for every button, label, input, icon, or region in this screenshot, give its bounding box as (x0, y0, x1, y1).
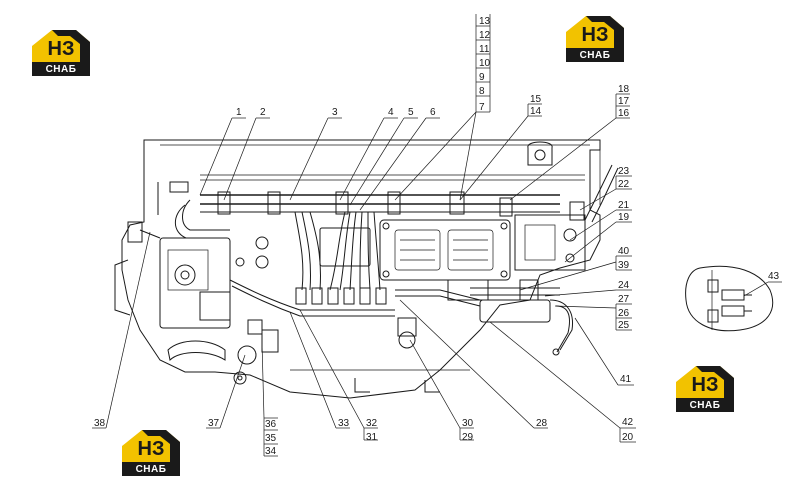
callout-29: 29 (462, 432, 474, 443)
callout-12: 12 (479, 30, 491, 41)
callout-28: 28 (536, 418, 548, 429)
callout-41: 41 (620, 374, 632, 385)
logo-text: СНАБ (579, 50, 611, 61)
callout-33: 33 (338, 418, 350, 429)
callout-1: 1 (236, 107, 242, 118)
callout-32: 32 (366, 418, 378, 429)
callout-20: 20 (622, 432, 634, 443)
drain-plugs (167, 317, 417, 385)
callout-40: 40 (618, 246, 630, 257)
callout-30: 30 (462, 418, 474, 429)
nz-snab-logo-icon (566, 16, 624, 62)
detail-inset (685, 265, 774, 332)
logo-top-right: НЗ СНАБ (564, 14, 626, 64)
callout-8: 8 (479, 86, 485, 97)
intake-manifold-plate (379, 219, 511, 281)
callout-26: 26 (618, 308, 630, 319)
oil-pan-features (290, 369, 470, 393)
callout-42: 42 (622, 417, 634, 428)
logo-mark: НЗ (691, 374, 719, 396)
callout-23: 23 (618, 166, 630, 177)
fuel-injection-pump (114, 221, 231, 329)
cylinder-ports (235, 227, 371, 269)
injector-lines (294, 211, 381, 291)
callout-37: 37 (208, 418, 220, 429)
oil-filter-assembly (447, 279, 574, 356)
callout-31: 31 (366, 432, 378, 443)
callout-24: 24 (618, 280, 630, 291)
callout-3: 3 (332, 107, 338, 118)
right-housing (514, 164, 619, 271)
callout-43: 43 (768, 271, 780, 282)
callout-stack-18-16 (509, 93, 630, 201)
callout-25: 25 (618, 320, 630, 331)
callout-7: 7 (479, 102, 485, 113)
injector-nozzles (295, 287, 387, 305)
logo-right: НЗ СНАБ (674, 364, 736, 414)
callout-34: 34 (265, 446, 277, 457)
callout-38: 38 (94, 418, 106, 429)
callout-17: 17 (618, 96, 630, 107)
nz-snab-logo-icon (676, 366, 734, 412)
logo-mark: НЗ (137, 438, 165, 460)
callout-14: 14 (530, 106, 542, 117)
callout-27: 27 (618, 294, 630, 305)
callout-stack-13-7 (394, 14, 491, 201)
upper-leaders (199, 103, 542, 211)
nz-snab-logo-icon (122, 430, 180, 476)
pipe-clamps (217, 191, 585, 221)
engine-outline (121, 139, 601, 399)
callout-11: 11 (479, 44, 490, 55)
callout-39: 39 (618, 260, 630, 271)
logo-mark: НЗ (47, 38, 75, 60)
callout-35: 35 (265, 433, 277, 444)
callout-36: 36 (265, 419, 277, 430)
logo-text: СНАБ (689, 400, 721, 411)
oil-filler-cap (527, 141, 553, 166)
callout-13: 13 (479, 16, 491, 27)
callout-6: 6 (430, 107, 436, 118)
callout-21: 21 (618, 200, 630, 211)
logo-bottom-left: НЗ СНАБ (120, 428, 182, 478)
callout-labels: 1 2 3 4 5 6 13 12 11 10 9 8 7 15 14 18 1… (94, 16, 780, 457)
logo-text: СНАБ (135, 464, 167, 475)
logo-text: СНАБ (45, 64, 77, 75)
callout-16: 16 (618, 108, 630, 119)
callout-18: 18 (618, 84, 630, 95)
sensor-box (169, 181, 189, 193)
callout-5: 5 (408, 107, 414, 118)
callout-15: 15 (530, 94, 542, 105)
logo-mark: НЗ (581, 24, 609, 46)
nz-snab-logo-icon (32, 30, 90, 76)
callout-10: 10 (479, 58, 491, 69)
callout-2: 2 (260, 107, 266, 118)
callout-19: 19 (618, 212, 630, 223)
callout-22: 22 (618, 179, 630, 190)
callout-4: 4 (388, 107, 394, 118)
logo-top-left: НЗ СНАБ (30, 28, 92, 78)
lower-leaders (92, 231, 548, 457)
callout-9: 9 (479, 72, 485, 83)
return-lines (229, 279, 560, 317)
